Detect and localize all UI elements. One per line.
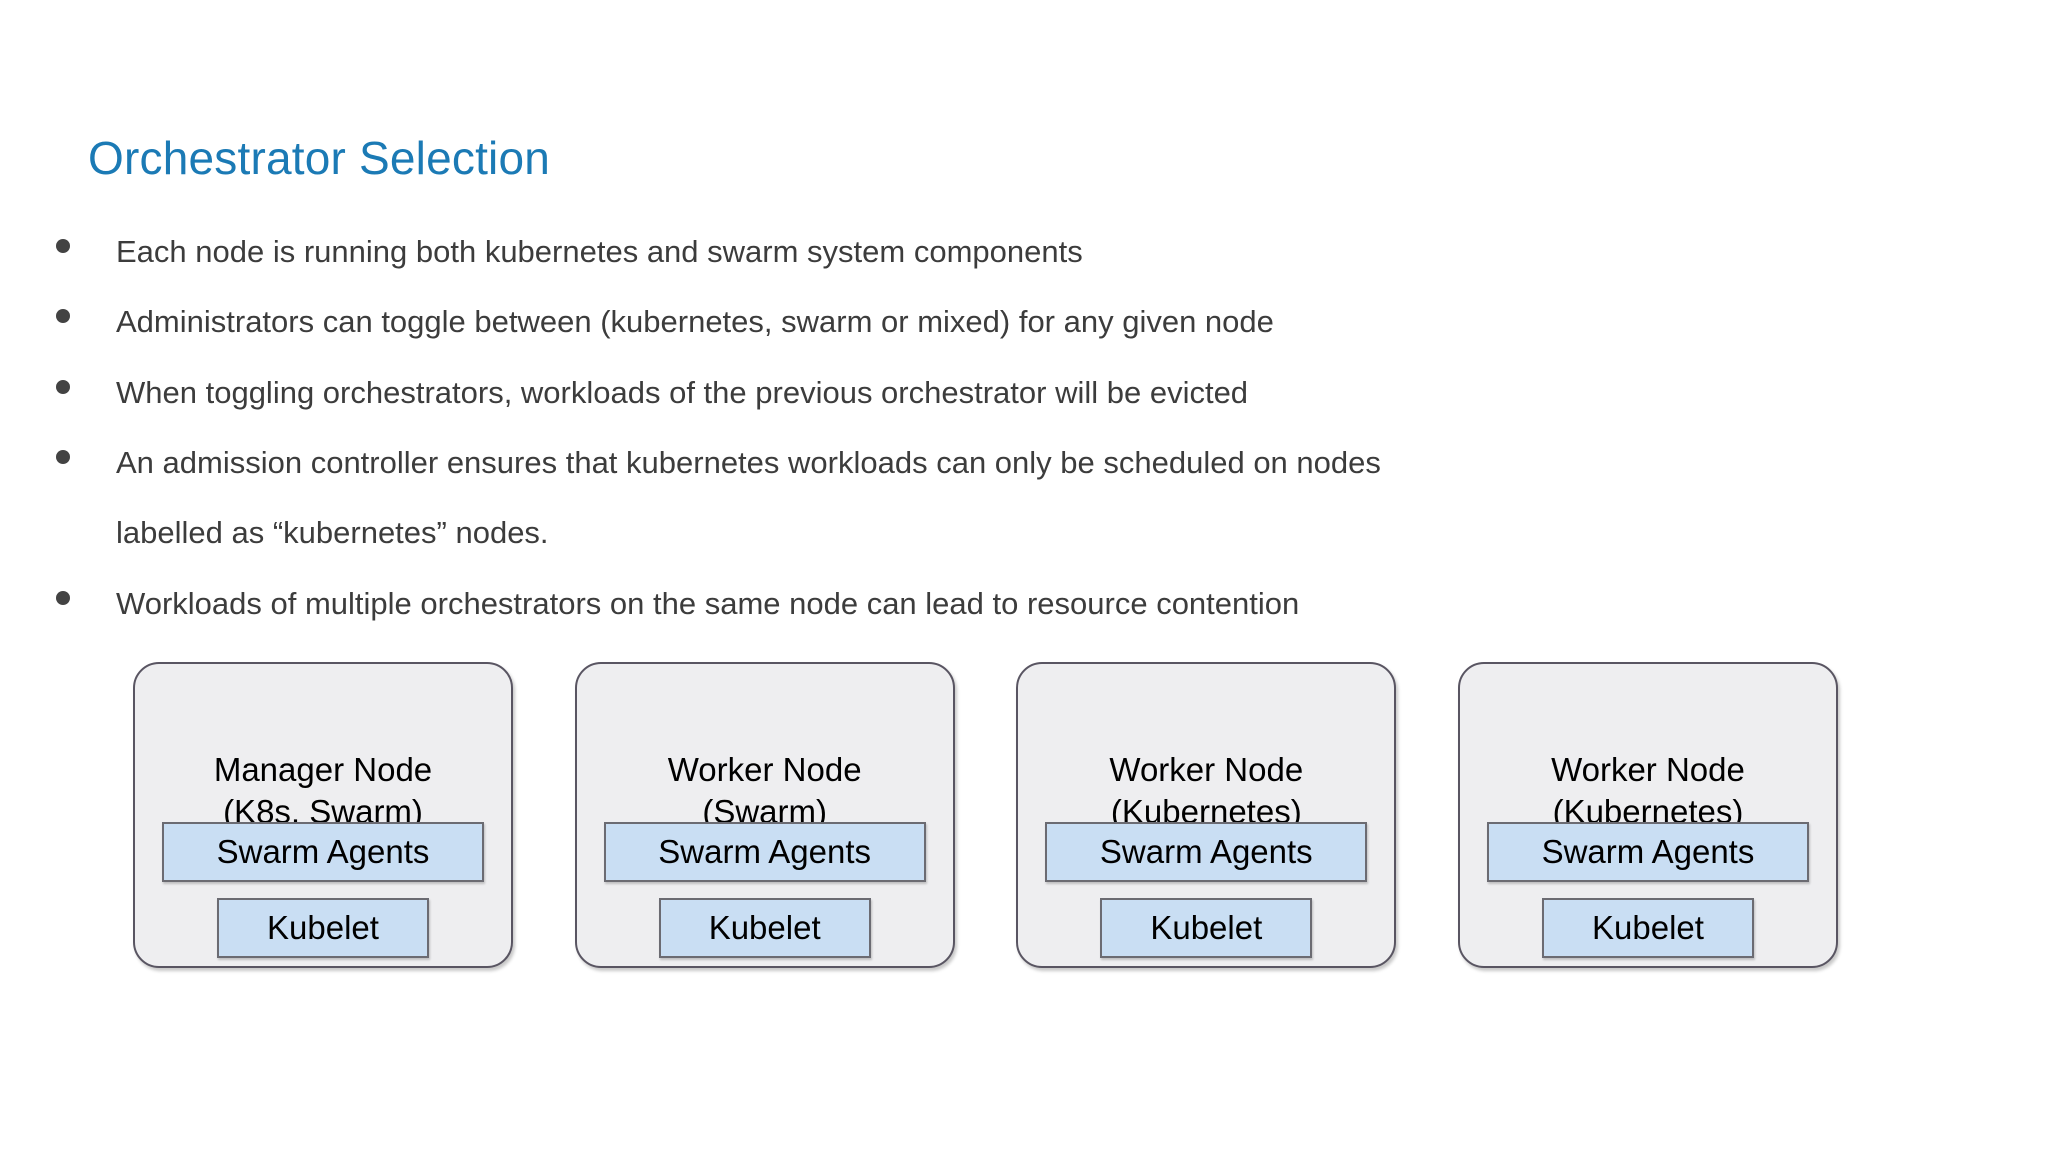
bullet-dot-placeholder [56,520,70,534]
node-component-swarm-agents: Swarm Agents [162,822,484,882]
list-item-text: When toggling orchestrators, workloads o… [116,374,1249,410]
node-component-kubelet: Kubelet [658,898,871,958]
list-item: Workloads of multiple orchestrators on t… [56,577,1856,630]
list-item: Each node is running both kubernetes and… [56,225,1856,278]
list-item-continuation: labelled as “kubernetes” nodes. [56,506,1856,559]
node-diagram: Manager Node (K8s, Swarm) Swarm Agents K… [133,662,1838,970]
list-item-text: labelled as “kubernetes” nodes. [116,515,549,551]
node-component-swarm-agents: Swarm Agents [1486,822,1809,882]
node-title: Worker Node (Kubernetes) [1109,751,1304,831]
node-component-swarm-agents: Swarm Agents [1045,822,1368,882]
list-item-text: An admission controller ensures that kub… [116,444,1381,480]
bullet-dot-icon [56,590,70,605]
node-component-kubelet: Kubelet [1100,898,1313,958]
list-item: An admission controller ensures that kub… [56,436,1856,489]
list-item-text: Each node is running both kubernetes and… [116,234,1083,269]
node-card-manager: Manager Node (K8s, Swarm) Swarm Agents K… [133,662,513,968]
bullet-dot-icon [56,379,70,394]
bullet-dot-icon [56,239,70,253]
node-component-swarm-agents: Swarm Agents [603,822,926,882]
node-component-kubelet: Kubelet [217,898,429,958]
node-title: Worker Node (Swarm) [667,751,862,831]
node-card-worker-swarm: Worker Node (Swarm) Swarm Agents Kubelet [574,662,955,968]
bullet-dot-icon [56,449,70,464]
node-card-worker-kubernetes-1: Worker Node (Kubernetes) Swarm Agents Ku… [1016,662,1397,968]
node-title: Worker Node (Kubernetes) [1551,751,1745,831]
list-item-text: Administrators can toggle between (kuber… [116,304,1274,340]
node-component-kubelet: Kubelet [1541,898,1754,958]
list-item: Administrators can toggle between (kuber… [56,295,1856,348]
page-title: Orchestrator Selection [88,132,551,184]
bullet-list: Each node is running both kubernetes and… [56,225,1856,647]
node-title: Manager Node (K8s, Swarm) [213,751,433,831]
node-card-worker-kubernetes-2: Worker Node (Kubernetes) Swarm Agents Ku… [1457,662,1838,968]
list-item-text: Workloads of multiple orchestrators on t… [116,585,1300,621]
list-item: When toggling orchestrators, workloads o… [56,366,1856,419]
bullet-dot-icon [56,309,70,324]
